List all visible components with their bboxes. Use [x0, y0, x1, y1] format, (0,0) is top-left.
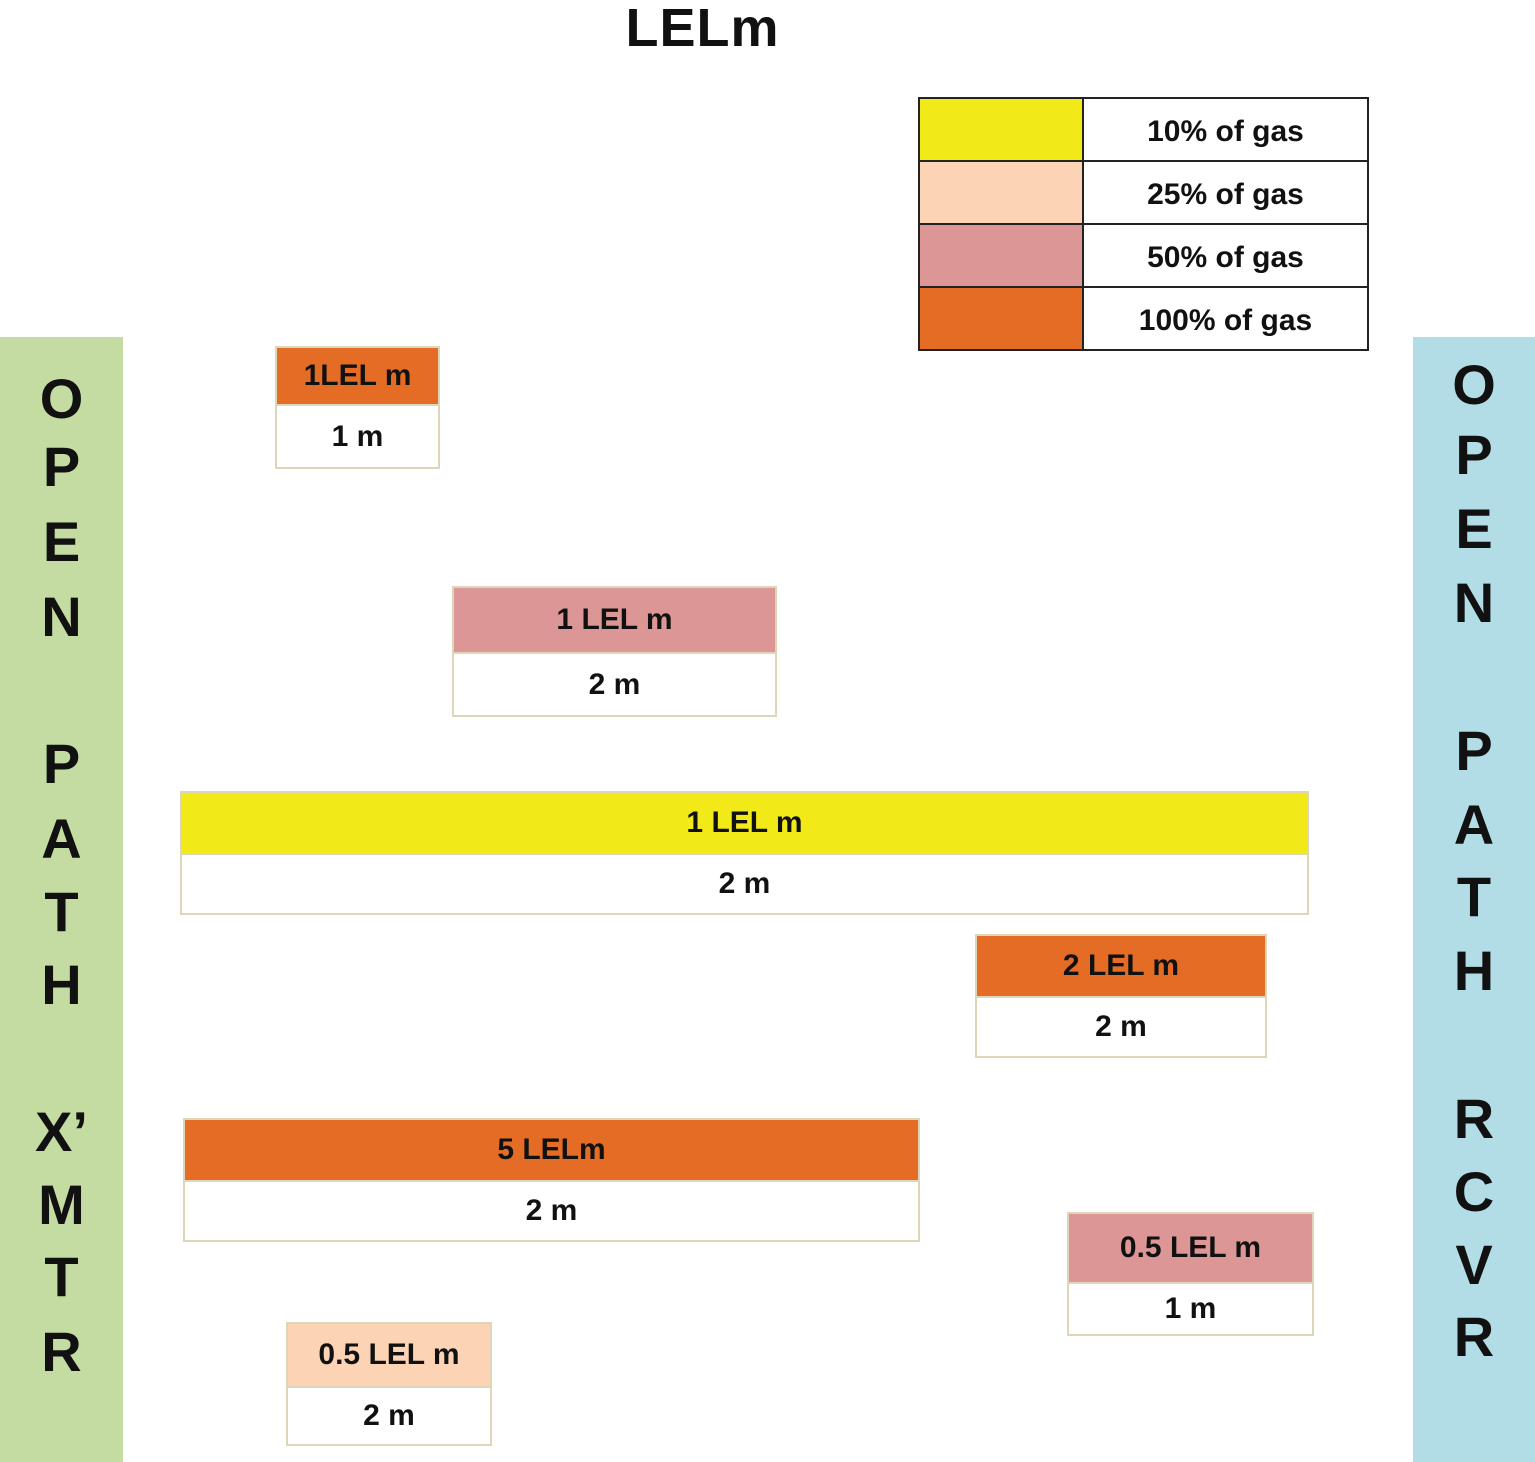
transmitter-letter: E [42, 510, 81, 573]
legend-label: 100% of gas [1082, 286, 1369, 351]
legend-label: 25% of gas [1082, 160, 1369, 225]
receiver-letter: N [1453, 571, 1495, 634]
cloud-concentration: 1 LEL m [182, 793, 1307, 855]
open-path-receiver-bar: O P E N P A T H R C V R [1413, 337, 1535, 1462]
receiver-letter: C [1453, 1160, 1495, 1223]
gas-cloud-box: 1 LEL m 2 m [452, 586, 777, 717]
transmitter-letter: T [44, 880, 79, 943]
cloud-concentration: 2 LEL m [977, 936, 1265, 998]
gas-cloud-box: 0.5 LEL m 2 m [286, 1322, 492, 1446]
legend-table: 10% of gas 25% of gas 50% of gas 100% of… [918, 97, 1369, 351]
cloud-concentration: 1LEL m [277, 348, 438, 406]
legend-row: 25% of gas [918, 160, 1369, 225]
transmitter-letter: O [39, 367, 84, 430]
gas-cloud-box: 5 LELm 2 m [183, 1118, 920, 1242]
transmitter-letter: M [38, 1173, 85, 1236]
legend-swatch [918, 160, 1084, 225]
cloud-length: 1 m [331, 419, 384, 453]
gas-cloud-box: 0.5 LEL m 1 m [1067, 1212, 1314, 1336]
receiver-letter: P [1455, 423, 1493, 486]
legend-label: 10% of gas [1082, 97, 1369, 162]
gas-cloud-box: 2 LEL m 2 m [975, 934, 1267, 1058]
legend-label: 50% of gas [1082, 223, 1369, 288]
cloud-length: 1 m [1164, 1292, 1217, 1325]
legend-swatch [918, 223, 1084, 288]
cloud-length: 2 m [1095, 1010, 1147, 1043]
diagram-title: LELm [625, 0, 780, 58]
cloud-concentration: 1 LEL m [454, 588, 775, 654]
open-path-transmitter-bar: O P E N P A T H X’ M T R [0, 337, 123, 1462]
cloud-concentration: 0.5 LEL m [288, 1324, 490, 1388]
transmitter-letter: N [41, 585, 82, 648]
legend-swatch [918, 97, 1084, 162]
transmitter-letter: P [42, 732, 81, 795]
gas-cloud-box: 1LEL m 1 m [275, 346, 440, 469]
receiver-letter: R [1453, 1087, 1495, 1150]
cloud-length: 2 m [525, 1194, 578, 1227]
transmitter-letter: P [42, 435, 81, 498]
cloud-concentration: 0.5 LEL m [1069, 1214, 1312, 1284]
transmitter-letter: A [41, 807, 82, 870]
receiver-letter: O [1452, 353, 1496, 416]
transmitter-letter: H [41, 953, 82, 1016]
cloud-length: 2 m [363, 1399, 415, 1432]
transmitter-letter: R [41, 1320, 82, 1383]
cloud-concentration: 5 LELm [185, 1120, 918, 1182]
receiver-letter: H [1453, 939, 1495, 1002]
gas-cloud-box: 1 LEL m 2 m [180, 791, 1309, 915]
cloud-length: 2 m [588, 667, 641, 701]
receiver-letter: T [1456, 865, 1492, 928]
legend-row: 10% of gas [918, 97, 1369, 162]
receiver-letter: E [1455, 497, 1493, 560]
transmitter-letter: X’ [35, 1100, 88, 1163]
legend-row: 100% of gas [918, 286, 1369, 351]
legend-swatch [918, 286, 1084, 351]
transmitter-letter: T [44, 1245, 79, 1308]
legend-row: 50% of gas [918, 223, 1369, 288]
cloud-length: 2 m [718, 867, 771, 900]
receiver-letter: V [1455, 1233, 1493, 1296]
receiver-letter: A [1453, 793, 1495, 856]
receiver-letter: R [1453, 1305, 1495, 1368]
receiver-letter: P [1455, 719, 1493, 782]
